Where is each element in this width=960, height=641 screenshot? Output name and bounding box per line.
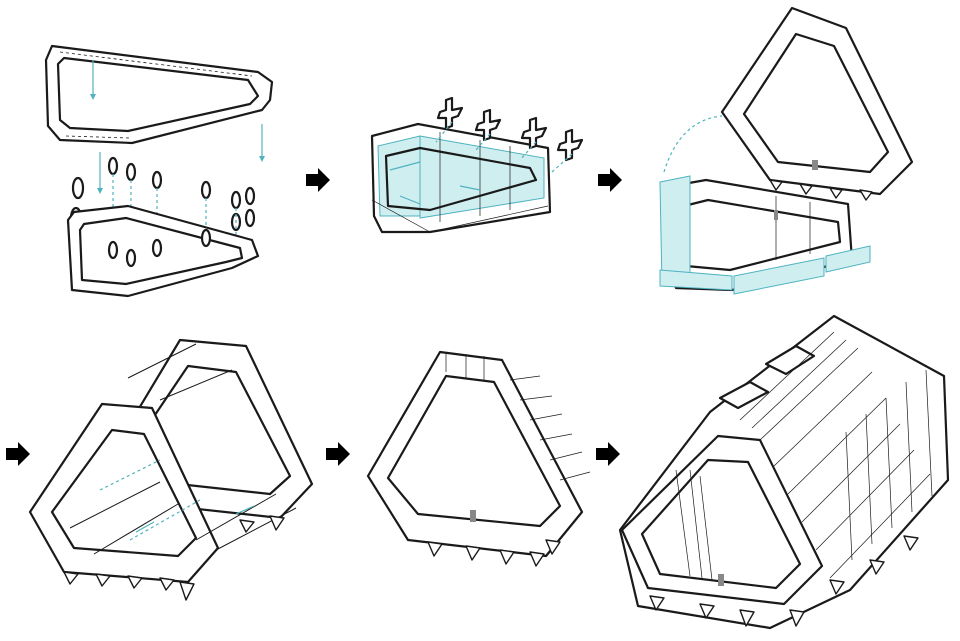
step-2-cross-pieces [435, 96, 584, 173]
step-3-rotate-frame [659, 6, 914, 295]
arrow-right-icon [596, 442, 620, 466]
step-6-full-structure [618, 314, 950, 630]
arrow-right-icon [6, 442, 30, 466]
arrow-right-icon [598, 168, 622, 192]
drop-arrow-head [259, 156, 265, 162]
rotation-path [663, 115, 723, 173]
step-4-frames-with-rails [28, 338, 314, 601]
arrow-right-icon [326, 442, 350, 466]
step-1-flat-frames [44, 44, 274, 298]
arrow-right-icon [306, 168, 330, 192]
step-1-top-frame [44, 44, 274, 145]
drop-arrow-head [90, 94, 96, 100]
step-1-bottom-frame [66, 204, 260, 298]
step-5-assembled-ring [366, 350, 591, 567]
step-2-frame-with-panels [370, 96, 584, 234]
step-6-panel-strips [675, 331, 933, 581]
